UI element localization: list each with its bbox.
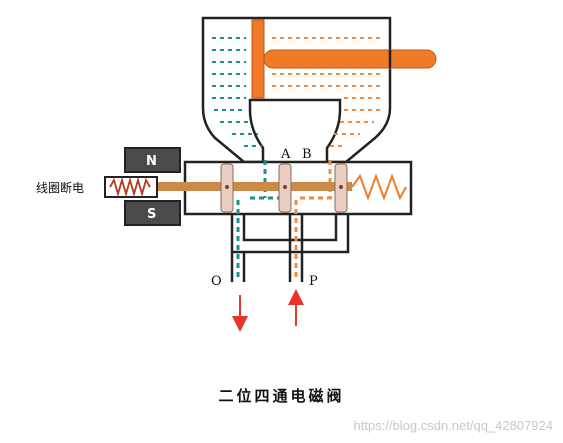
right-chamber-fluid [272,37,384,147]
port-p-label: P [309,274,318,289]
cylinder [201,16,437,164]
valve-body [156,160,413,282]
magnet-south-label: S [147,207,156,222]
watermark: https://blog.csdn.net/qq_42807924 [353,418,554,433]
piston [251,19,265,99]
magnet-north-label: N [146,154,157,169]
outlet-o-pipe [230,200,246,282]
piston-rod [263,49,437,69]
coil-spring [109,176,151,198]
coil-status-label: 线圈断电 [36,180,84,195]
diagram-caption: 二位四通电磁阀 [218,387,345,405]
spool-rod [156,182,352,191]
solenoid [104,147,181,226]
magnet-south [124,200,181,226]
port-a-label: A [280,147,291,162]
left-chamber-fluid [212,37,262,147]
cylinder-body [201,16,392,164]
port-o-label: O [211,274,222,289]
return-spring [351,173,407,201]
port-b-label: B [302,147,312,162]
inlet-p-pipe [288,200,304,282]
magnet-north [124,147,181,173]
